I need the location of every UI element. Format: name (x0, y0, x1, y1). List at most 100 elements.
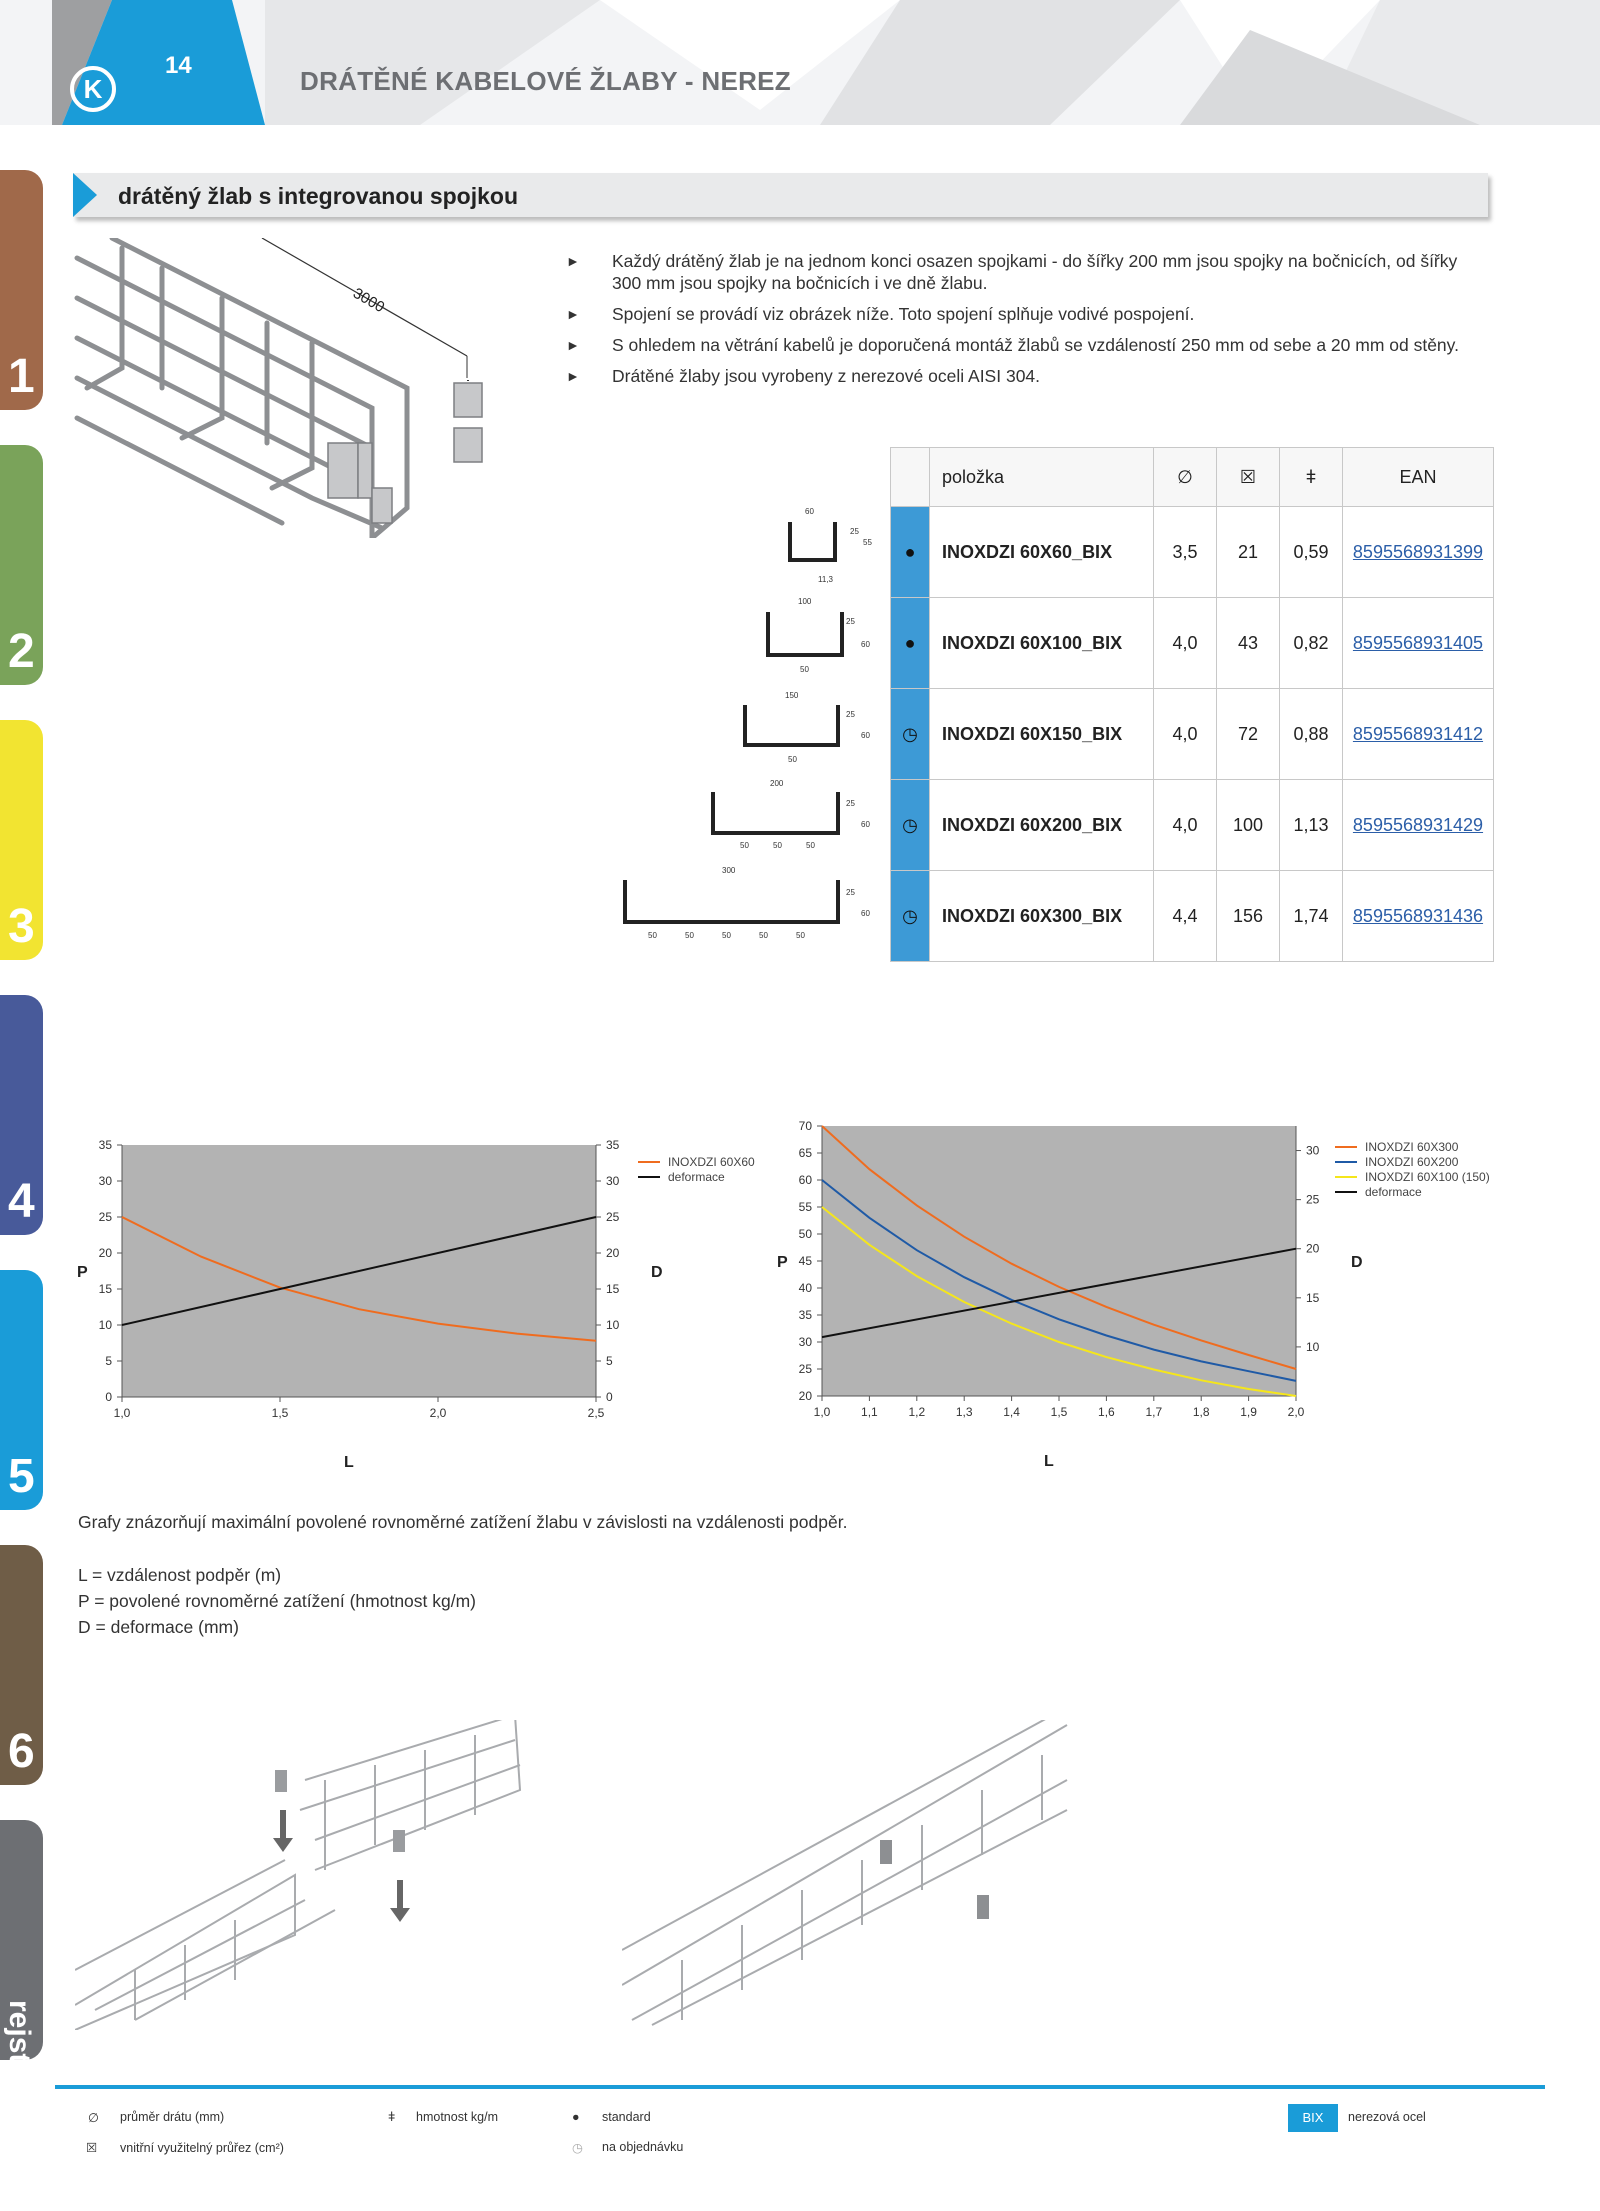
status-order-icon: ◷ (890, 779, 930, 871)
section-arrow-icon (73, 173, 97, 217)
x-axis-label: L (344, 1454, 354, 1471)
product-name: INOXDZI 60X200_BIX (929, 779, 1154, 871)
footer-divider (55, 2085, 1545, 2089)
weight-icon: ǂ (1279, 447, 1343, 507)
profile-width-label: 100 (798, 597, 812, 606)
list-item: ►Každý drátěný žlab je na jednom konci o… (562, 250, 1462, 294)
profile-bottom-label: 50 (800, 665, 809, 674)
weight: 1,13 (1279, 779, 1343, 871)
x-tick-label: 1,5 (272, 1406, 289, 1420)
profile-height-label: 60 (861, 640, 870, 649)
x-tick-label: 1,7 (1145, 1405, 1162, 1419)
assembly-image-after (622, 1720, 1068, 2026)
ean-link[interactable]: 8595568931405 (1342, 597, 1494, 689)
footer-bix-text: nerezová ocel (1348, 2110, 1426, 2124)
wire-diameter: 4,0 (1153, 597, 1217, 689)
bullet-arrow-icon: ► (566, 306, 580, 322)
x-tick-label: 2,0 (430, 1406, 447, 1420)
side-tab-6[interactable]: 6 (0, 1545, 43, 1785)
y2-tick-label: 15 (606, 1282, 620, 1296)
side-tab-4[interactable]: 4 (0, 995, 43, 1235)
x-axis-label: L (1044, 1453, 1054, 1470)
ean-link[interactable]: 8595568931436 (1342, 870, 1494, 962)
y-tick-label: 60 (799, 1173, 813, 1187)
profile-height-label: 25 (846, 888, 855, 897)
header-background (0, 0, 1600, 125)
status-order-icon: ◷ (572, 2141, 583, 2155)
wire-diameter: 4,0 (1153, 688, 1217, 780)
table-row: ● INOXDZI 60X60_BIX 3,5 21 0,59 85955689… (890, 506, 1494, 598)
ean-link[interactable]: 8595568931429 (1342, 779, 1494, 871)
side-tab-3[interactable]: 3 (0, 720, 43, 960)
x-tick-label: 1,4 (1003, 1405, 1020, 1419)
y-axis-label: P (777, 1254, 788, 1271)
legend-label: INOXDZI 60X60 (668, 1155, 755, 1169)
table-row: ● INOXDZI 60X100_BIX 4,0 43 0,82 8595568… (890, 597, 1494, 689)
y-tick-label: 40 (799, 1281, 813, 1295)
page-number: 14 (165, 52, 192, 79)
x-tick-label: 1,5 (1051, 1405, 1068, 1419)
side-tab-2[interactable]: 2 (0, 445, 43, 685)
ean-link[interactable]: 8595568931412 (1342, 688, 1494, 780)
side-tab-5[interactable]: 5 (0, 1270, 43, 1510)
status-standard-icon: ● (890, 597, 930, 689)
profile-60x300: 300 25 60 50 50 50 50 50 (623, 866, 870, 940)
series-line (121, 1216, 597, 1326)
x-tick-label: 1,2 (908, 1405, 925, 1419)
x-tick-label: 1,6 (1098, 1405, 1115, 1419)
x-tick-label: 1,0 (814, 1405, 831, 1419)
status-standard-icon: ● (890, 506, 930, 598)
profile-height-label: 25 (846, 710, 855, 719)
y-tick-label: 5 (105, 1354, 112, 1368)
y2-tick-label: 30 (606, 1174, 620, 1188)
y2-axis-label: D (651, 1264, 663, 1281)
header-pattern (265, 0, 1600, 125)
table-row: ◷ INOXDZI 60X300_BIX 4,4 156 1,74 859556… (890, 870, 1494, 962)
weight: 0,88 (1279, 688, 1343, 780)
y-tick-label: 45 (799, 1254, 813, 1268)
profile-height-label: 25 (850, 527, 859, 536)
series-line (121, 1216, 597, 1342)
y2-tick-label: 0 (606, 1390, 613, 1404)
x-tick-label: 1,3 (956, 1405, 973, 1419)
header-item: položka (929, 447, 1154, 507)
y-tick-label: 10 (99, 1318, 113, 1332)
weight: 0,82 (1279, 597, 1343, 689)
status-standard-icon: ● (572, 2110, 580, 2124)
table-header-row: položka ∅ ☒ ǂ EAN (890, 447, 1494, 507)
cross-section-icon: ☒ (1216, 447, 1280, 507)
cross-section: 43 (1216, 597, 1280, 689)
table-row: ◷ INOXDZI 60X200_BIX 4,0 100 1,13 859556… (890, 779, 1494, 871)
y2-tick-label: 25 (1306, 1193, 1320, 1207)
profile-bottom-label: 11,3 (818, 575, 834, 584)
list-item: ►Drátěné žlaby jsou vyrobeny z nerezové … (562, 365, 1462, 387)
x-tick-label: 2,5 (588, 1406, 605, 1420)
y-tick-label: 50 (799, 1227, 813, 1241)
legend-label: deformace (668, 1170, 725, 1184)
profile-drawings: 60 25 55 11,3 100 25 60 50 150 25 60 50 … (623, 507, 872, 940)
profile-bottom-label: 50 (759, 931, 768, 940)
legend-label: INOXDZI 60X100 (150) (1365, 1170, 1490, 1184)
footer-diameter-text: průměr drátu (mm) (120, 2110, 225, 2124)
diameter-icon: ∅ (88, 2111, 99, 2125)
profile-bottom-label: 50 (773, 841, 782, 850)
x-tick-label: 1,1 (861, 1405, 878, 1419)
series-line (821, 1247, 1297, 1339)
x-tick-label: 1,9 (1240, 1405, 1257, 1419)
y2-tick-label: 20 (606, 1246, 620, 1260)
y2-tick-label: 10 (1306, 1340, 1320, 1354)
side-tab-1[interactable]: 1 (0, 170, 43, 410)
footer-weight-text: hmotnost kg/m (416, 2110, 498, 2124)
y2-tick-label: 35 (606, 1138, 620, 1152)
profile-height-label: 60 (861, 820, 870, 829)
ean-link[interactable]: 8595568931399 (1342, 506, 1494, 598)
cross-section: 156 (1216, 870, 1280, 962)
profile-bottom-label: 50 (648, 931, 657, 940)
list-item: ►S ohledem na větrání kabelů je doporuče… (562, 334, 1462, 356)
x-tick-label: 1,0 (114, 1406, 131, 1420)
x-tick-label: 1,8 (1193, 1405, 1210, 1419)
legend-label: INOXDZI 60X300 (1365, 1140, 1459, 1154)
table-row: ◷ INOXDZI 60X150_BIX 4,0 72 0,88 8595568… (890, 688, 1494, 780)
side-tab-register[interactable]: rejstřík (0, 1820, 43, 2100)
